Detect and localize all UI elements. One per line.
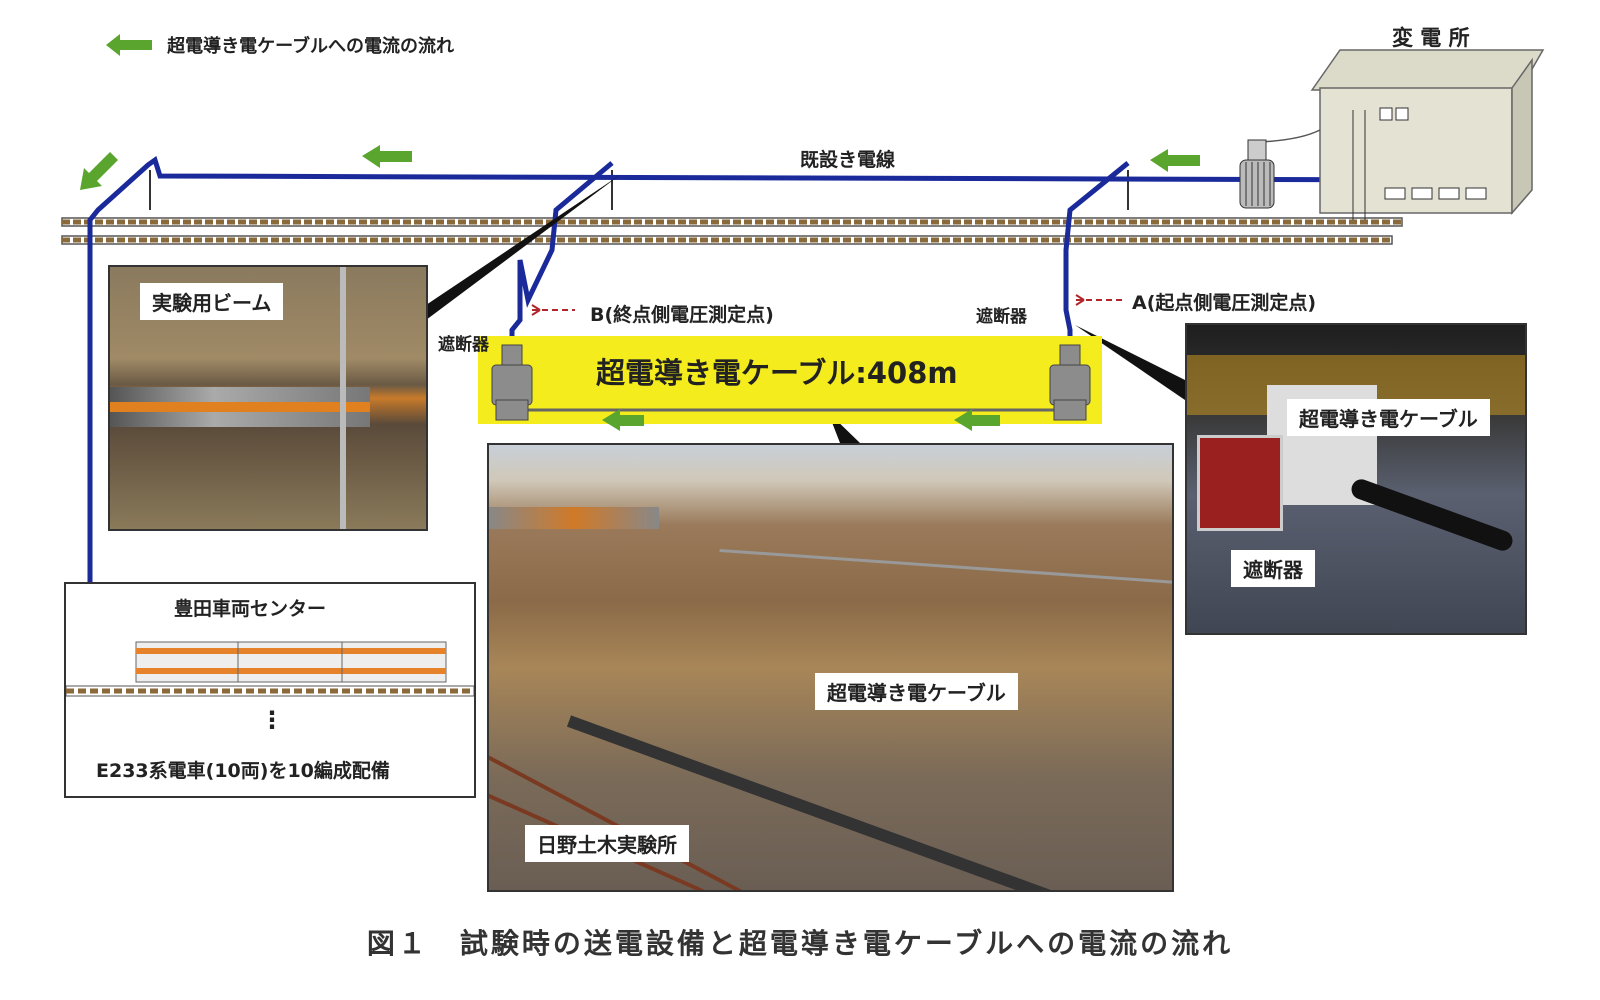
site-name-tag: 日野土木実験所 bbox=[525, 825, 689, 862]
green-arrow-icon bbox=[80, 152, 118, 190]
green-left-arrow-icon bbox=[106, 34, 152, 56]
legend: 超電導き電ケーブルへの電流の流れ bbox=[104, 32, 454, 58]
existing-line-label: 既設き電線 bbox=[800, 149, 896, 171]
depot-box: 豊田車両センター ⋮ E233系電車(10両)を10編成配備 bbox=[64, 582, 476, 798]
depot-ellipsis: ⋮ bbox=[260, 706, 284, 734]
depot-note: E233系電車(10両)を10編成配備 bbox=[96, 760, 390, 782]
substation-label: 変 電 所 bbox=[1392, 26, 1470, 50]
existing-feeder-wire bbox=[87, 120, 1445, 623]
transformer-icon bbox=[1239, 139, 1275, 209]
equipment-breaker-tag: 遮断器 bbox=[1231, 550, 1315, 587]
figure-caption: 図１ 試験時の送電設備と超電導き電ケーブルへの電流の流れ bbox=[366, 927, 1234, 960]
site-photo: 超電導き電ケーブル 日野土木実験所 bbox=[487, 443, 1174, 892]
train-icon bbox=[66, 641, 474, 697]
depot-title: 豊田車両センター bbox=[174, 598, 327, 620]
cable-banner-label: 超電導き電ケーブル:408m bbox=[596, 356, 958, 390]
green-arrow-icon bbox=[362, 145, 412, 168]
equipment-cable-tag: 超電導き電ケーブル bbox=[1287, 399, 1490, 436]
beam-photo-tag: 実験用ビーム bbox=[140, 283, 284, 320]
breaker-left-label: 遮断器 bbox=[438, 335, 489, 355]
measure-markers bbox=[531, 294, 1122, 316]
equipment-photo: 超電導き電ケーブル 遮断器 bbox=[1185, 323, 1527, 635]
green-arrow-icon bbox=[1150, 149, 1200, 172]
point-a-label: A(起点側電圧測定点) bbox=[1132, 292, 1317, 314]
beam-photo: 実験用ビーム bbox=[108, 265, 428, 531]
legend-text: 超電導き電ケーブルへの電流の流れ bbox=[167, 36, 455, 57]
railway-tracks bbox=[61, 217, 1403, 245]
site-cable-tag: 超電導き電ケーブル bbox=[815, 673, 1018, 710]
breaker-right-label: 遮断器 bbox=[976, 307, 1027, 327]
substation-building bbox=[1259, 49, 1545, 220]
point-b-label: B(終点側電圧測定点) bbox=[590, 304, 774, 326]
